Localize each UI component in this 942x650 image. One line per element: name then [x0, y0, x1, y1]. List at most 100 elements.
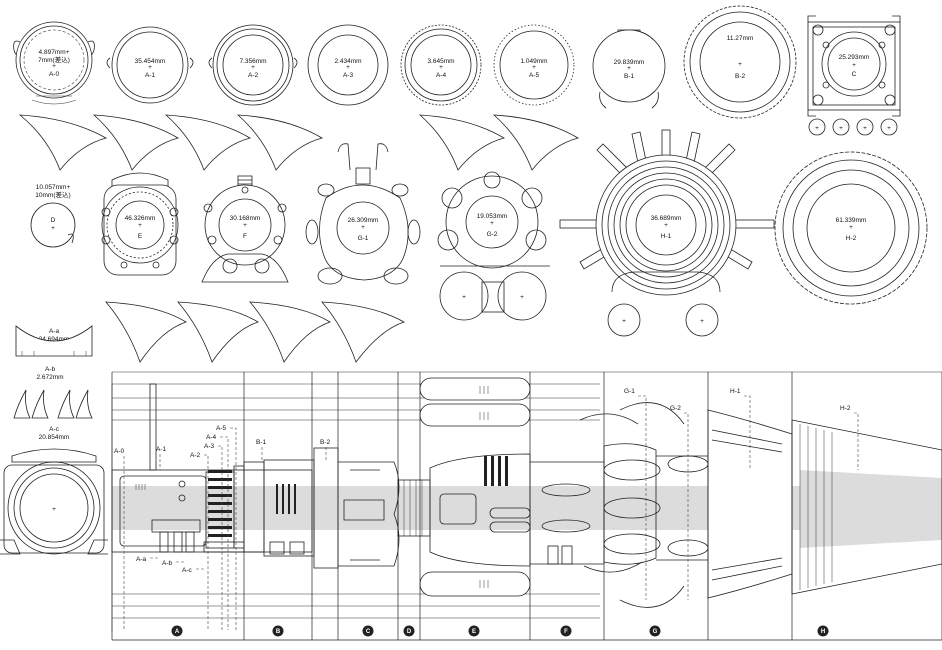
- part-b1: 29.839mm + B-1: [592, 29, 666, 109]
- svg-text:+: +: [532, 64, 536, 71]
- part-h2: 61.339mm + H-2: [774, 151, 928, 305]
- blade-row-upper: [18, 114, 580, 171]
- part-f-code: F: [243, 233, 247, 240]
- part-front-view: +: [0, 461, 108, 555]
- part-g1: 26.309mm + G-1: [305, 143, 421, 285]
- callout-a4: A-4: [206, 434, 217, 441]
- svg-text:B: B: [276, 629, 281, 635]
- part-a0-code: A-0: [49, 71, 60, 78]
- section-markers: A B C D E F G H: [171, 625, 829, 637]
- part-a0-size: 4.897mm+: [39, 49, 70, 56]
- part-a2: 7.356mm + A-2: [208, 24, 298, 106]
- part-a0: 4.897mm+ 7mm(差込) + A-0: [13, 21, 95, 105]
- callout-ac: A-c: [182, 567, 193, 574]
- svg-text:A: A: [175, 629, 180, 635]
- section-marker-a: A: [171, 625, 183, 637]
- part-ac: A-c 20.854mm: [11, 426, 97, 463]
- part-aa-code: A-a: [49, 328, 60, 335]
- section-marker-c: C: [362, 625, 374, 637]
- svg-text:+: +: [346, 64, 350, 71]
- part-c: 25.293mm + C + + + +: [807, 15, 901, 136]
- svg-text:+: +: [887, 125, 891, 132]
- part-ac-size: 20.854mm: [39, 434, 70, 441]
- callout-a3: A-3: [204, 443, 215, 450]
- part-d-code: D: [51, 217, 56, 224]
- callout-a1: A-1: [156, 446, 167, 453]
- part-a1-code: A-1: [145, 72, 156, 79]
- section-marker-f: F: [560, 625, 572, 637]
- part-a4: 3.645mm + A-4: [400, 24, 482, 106]
- svg-text:+: +: [627, 65, 631, 72]
- svg-text:+: +: [51, 225, 55, 232]
- part-ac-code: A-c: [49, 426, 60, 433]
- callout-a5: A-5: [216, 425, 227, 432]
- svg-text:D: D: [407, 629, 412, 635]
- assembly-side-view: [111, 377, 942, 632]
- part-h2-size: 61.339mm: [836, 217, 867, 224]
- part-f: 30.168mm + F: [201, 175, 289, 283]
- part-h1: + + 36.689mm + H-1: [559, 129, 775, 337]
- part-a5-code: A-5: [529, 72, 540, 79]
- part-g2: + + 19.053mm + G-2: [437, 171, 550, 321]
- part-c-washers: + + + +: [808, 118, 898, 136]
- callout-h2: H-2: [840, 405, 851, 412]
- svg-text:G: G: [653, 629, 658, 635]
- svg-text:+: +: [852, 62, 856, 69]
- svg-text:+: +: [52, 63, 56, 70]
- svg-text:+: +: [849, 224, 853, 231]
- part-a4-size: 3.645mm: [427, 58, 454, 65]
- part-d: 10.057mm+ 10mm(差込) D +: [30, 184, 76, 248]
- part-a5: 1.049mm + A-5: [493, 24, 575, 106]
- part-a0-size-2: 7mm(差込): [38, 55, 70, 64]
- svg-text:+: +: [520, 294, 524, 301]
- callout-g2: G-2: [670, 405, 681, 412]
- svg-text:H: H: [821, 629, 825, 635]
- part-a2-code: A-2: [248, 72, 259, 79]
- part-h1-size: 36.689mm: [651, 215, 682, 222]
- svg-text:+: +: [664, 222, 668, 229]
- part-g2-code: G-2: [487, 231, 498, 238]
- callouts: A-0 A-1 A-2 A-3 A-4 A-5 B-1 B-2 G-1 G-2 …: [114, 388, 859, 630]
- part-h2-code: H-2: [846, 235, 857, 242]
- callout-g1: G-1: [624, 388, 635, 395]
- part-ab-code: A-b: [45, 366, 56, 373]
- part-a3-size: 2.434mm: [334, 58, 361, 65]
- section-marker-d: D: [403, 625, 415, 637]
- section-marker-e: E: [468, 625, 480, 637]
- callout-aa: A-a: [136, 556, 147, 563]
- part-c-code: C: [852, 71, 857, 78]
- section-marker-b: B: [272, 625, 284, 637]
- callout-ab: A-b: [162, 560, 173, 567]
- part-ab: A-b 2.672mm: [13, 366, 93, 419]
- part-h1-code: H-1: [661, 233, 672, 240]
- callout-a0: A-0: [114, 448, 125, 455]
- part-g2-size: 19.053mm: [477, 213, 508, 220]
- svg-text:+: +: [462, 294, 466, 301]
- section-marker-g: G: [649, 625, 661, 637]
- svg-text:+: +: [138, 222, 142, 229]
- part-a4-code: A-4: [436, 72, 447, 79]
- svg-text:+: +: [700, 318, 704, 325]
- part-e-code: E: [138, 233, 143, 240]
- part-g1-size: 26.309mm: [348, 217, 379, 224]
- part-e: 46.326mm + E: [101, 172, 179, 276]
- part-c-size: 25.293mm: [839, 54, 870, 61]
- section-grid: [111, 371, 942, 641]
- svg-text:+: +: [863, 125, 867, 132]
- part-a3: 2.434mm + A-3: [307, 24, 389, 106]
- part-a2-size: 7.356mm: [239, 58, 266, 65]
- e-section-ribs: [484, 456, 508, 486]
- part-b2-size: 11.27mm: [727, 35, 754, 42]
- part-d-size: 10.057mm+: [36, 184, 71, 191]
- svg-text:+: +: [251, 64, 255, 71]
- svg-text:+: +: [243, 222, 247, 229]
- callout-b1: B-1: [256, 439, 267, 446]
- blade-row-lower: [105, 301, 405, 363]
- svg-text:+: +: [148, 64, 152, 71]
- part-ab-size: 2.672mm: [36, 374, 63, 381]
- svg-text:+: +: [361, 224, 365, 231]
- part-aa: A-a 24.694mm: [15, 325, 93, 357]
- part-aa-size: 24.694mm: [39, 336, 70, 343]
- part-a1-size: 35.454mm: [135, 58, 166, 65]
